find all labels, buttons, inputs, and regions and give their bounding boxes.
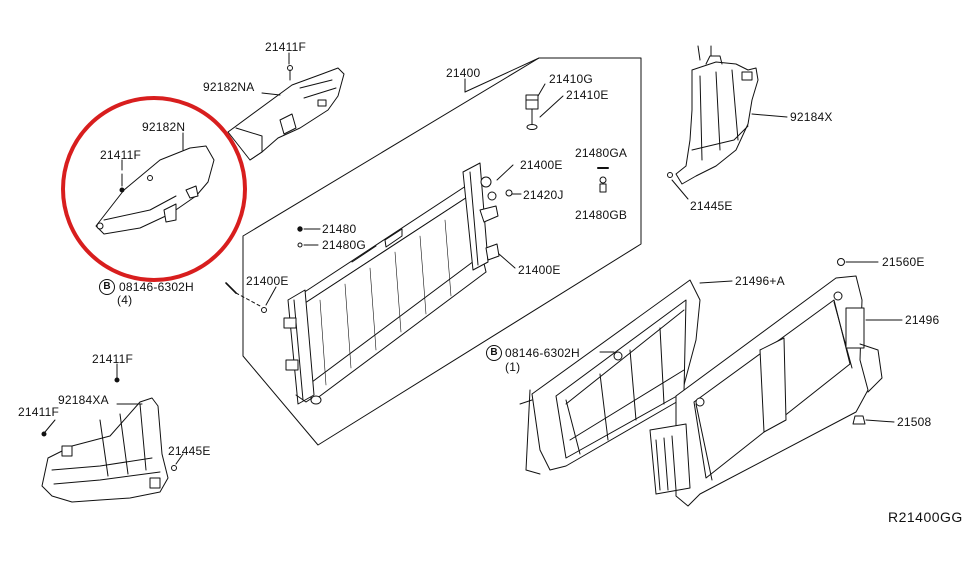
hose-clip [506, 190, 512, 196]
bolt-qty-left: (4) [117, 293, 133, 307]
bolt-mark-left: B [99, 279, 115, 295]
callout-21411f-circle: 21411F [100, 148, 142, 162]
callout-21400e-lower: 21400E [518, 263, 561, 277]
callout-21445e-left: 21445E [168, 444, 211, 458]
mount-21508 [853, 416, 865, 424]
radiator-core [300, 180, 486, 402]
drain-plug [598, 168, 608, 192]
mounting-bolt-left [226, 283, 267, 313]
callout-21508: 21508 [897, 415, 932, 429]
callout-21480g: 21480G [322, 238, 366, 252]
bolt-mark-center: B [486, 345, 502, 361]
callout-21420j: 21420J [523, 188, 564, 202]
callout-21400e-upper: 21400E [520, 158, 563, 172]
callout-21560e: 21560E [882, 255, 925, 269]
radiator-shroud-upper [520, 280, 700, 474]
callout-92184xa: 92184XA [58, 393, 109, 407]
highlight-circle [63, 98, 245, 280]
callout-21480: 21480 [322, 222, 357, 236]
radiator-cap [526, 95, 538, 130]
callout-21496: 21496 [905, 313, 940, 327]
callout-92182n: 92182N [142, 120, 186, 134]
bolt-part-left: 08146-6302H [119, 280, 194, 294]
air-guide-92182na [228, 66, 344, 161]
drain-cock [298, 227, 302, 231]
grommet-21560e [838, 259, 845, 266]
radiator-left-tank [284, 290, 321, 404]
callout-21410e: 21410E [566, 88, 609, 102]
radiator-core-support [676, 276, 882, 506]
callout-21445e-right: 21445E [690, 199, 733, 213]
callout-21480ga: 21480GA [575, 146, 628, 160]
diagram-reference-code: R21400GG [888, 509, 963, 525]
callout-21411f-top: 21411F [265, 40, 307, 54]
callout-21400: 21400 [446, 66, 481, 80]
radiator-side-seal [650, 424, 690, 494]
callout-21410g: 21410G [549, 72, 593, 86]
air-guide-92184xa [42, 398, 177, 502]
air-guide-92184x [668, 56, 759, 184]
air-guide-92182n [96, 146, 214, 234]
bolt-part-center: 08146-6302H [505, 346, 580, 360]
callout-21496-plus-a: 21496+A [735, 274, 785, 288]
callout-21480gb: 21480GB [575, 208, 628, 222]
callout-92184x: 92184X [790, 110, 833, 124]
callout-92182na: 92182NA [203, 80, 255, 94]
callout-21411f-bl-lower: 21411F [18, 405, 60, 419]
callout-21411f-bl-upper: 21411F [92, 352, 134, 366]
radiator-right-tank [463, 163, 499, 270]
bolt-qty-center: (1) [505, 360, 521, 374]
callout-21400e-left: 21400E [246, 274, 289, 288]
